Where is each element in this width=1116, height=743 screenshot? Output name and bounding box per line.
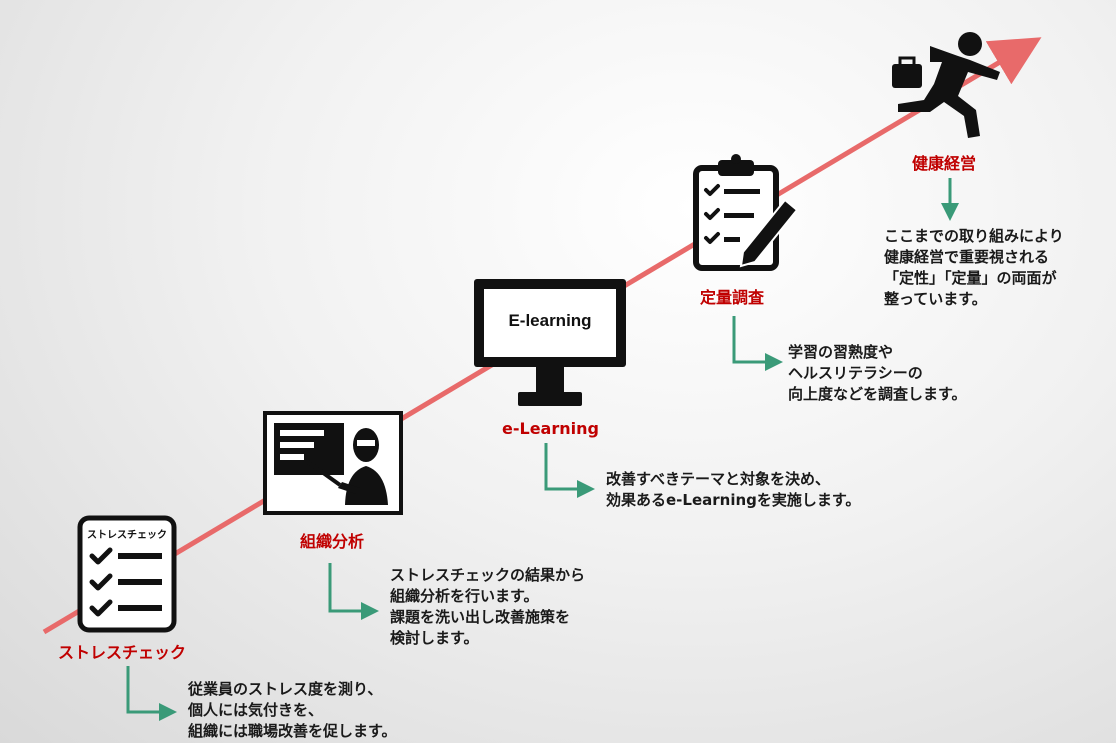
- stage-description-org-analysis: ストレスチェックの結果から 組織分析を行います。 課題を洗い出し改善施策を 検討…: [390, 566, 586, 647]
- stage-description-health-management: ここまでの取り組みにより 健康経営で重要視される 「定性」「定量」の両面が 整っ…: [884, 227, 1064, 308]
- checklist-icon: ストレスチェック: [77, 515, 177, 633]
- stage-label-elearning: e-Learning: [502, 419, 599, 438]
- running-businessman-icon: [892, 32, 1000, 138]
- presentation-icon: [263, 411, 403, 515]
- monitor-screen-text: E-learning: [508, 311, 591, 330]
- stage-label-stress-check: ストレスチェック: [58, 643, 187, 662]
- stage-label-health-management: 健康経営: [912, 154, 977, 173]
- stage-label-org-analysis: 組織分析: [300, 532, 365, 551]
- monitor-icon: E-learning: [474, 279, 626, 406]
- connector-arrow-stage2: [328, 563, 379, 620]
- stage-description-stress-check: 従業員のストレス度を測り、 個人には気付きを、 組織には職場改善を促します。: [188, 680, 397, 740]
- stage-label-quantitative-survey: 定量調査: [700, 288, 765, 307]
- connector-arrow-stage4: [732, 316, 783, 371]
- checklist-icon-text: ストレスチェック: [87, 529, 167, 541]
- clipboard-pencil-icon: [693, 154, 799, 271]
- connector-arrow-stage1: [126, 666, 177, 721]
- stage-description-elearning: 改善すべきテーマと対象を決め、 効果あるe-Learningを実施します。: [606, 470, 861, 509]
- connector-arrow-stage3: [544, 443, 595, 498]
- stage-description-quantitative-survey: 学習の習熟度や ヘルスリテラシーの 向上度などを調査します。: [788, 343, 967, 403]
